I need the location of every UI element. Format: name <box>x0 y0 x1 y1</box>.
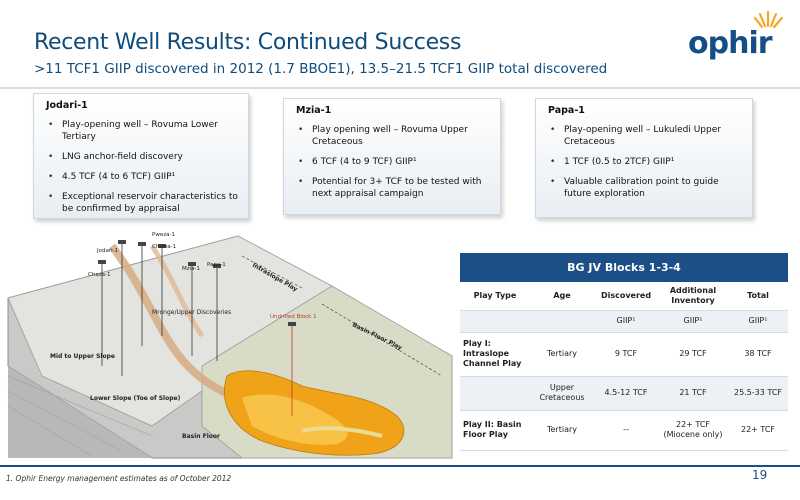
info-box-jodari: Jodari-1 Play-opening well – Rovuma Lowe… <box>33 93 249 219</box>
logo-text: ophir <box>688 26 773 61</box>
well-label: Chaza-1 <box>88 272 110 278</box>
well-label: Undrilled Block 1 <box>270 314 317 320</box>
box-title: Papa-1 <box>548 105 585 116</box>
box-title: Jodari-1 <box>46 100 88 111</box>
table-cell: 25.5-33 TCF <box>728 376 788 411</box>
rig-icon <box>98 260 106 264</box>
well-label: Chewa-1 <box>152 244 176 250</box>
area-label: Basin Floor <box>182 433 220 440</box>
table-cell: 9 TCF <box>594 332 658 377</box>
block-side-face <box>8 366 152 458</box>
bg-jv-blocks-table: BG JV Blocks 1-3-4 Play Type Age Discove… <box>460 253 788 451</box>
table-cell: 21 TCF <box>658 376 728 411</box>
table-row: Play I: Intraslope Channel Play Tertiary… <box>460 332 788 377</box>
table-cell: 22+ TCF <box>728 410 788 451</box>
box-bullet: 1 TCF (0.5 to 2TCF) GIIP¹ <box>548 156 742 168</box>
box-bullet: Play-opening well – Rovuma Lower Tertiar… <box>46 119 238 143</box>
table-cell: 38 TCF <box>728 332 788 377</box>
col-header-play-type: Play Type <box>460 282 530 311</box>
rig-icon <box>288 322 296 326</box>
area-label: Mid to Upper Slope <box>50 353 115 360</box>
unit-cell: GIIP¹ <box>658 310 728 333</box>
box-bullet: Exceptional reservoir characteristics to… <box>46 191 238 215</box>
box-bullet: 4.5 TCF (4 to 6 TCF) GIIP¹ <box>46 171 238 183</box>
col-header-age: Age <box>530 282 594 311</box>
slide-subtitle: >11 TCF1 GIIP discovered in 2012 (1.7 BB… <box>34 61 608 77</box>
unit-cell <box>530 310 594 333</box>
unit-cell: GIIP¹ <box>594 310 658 333</box>
well-label: Pweza-1 <box>152 232 175 238</box>
rig-icon <box>188 262 196 266</box>
well-label: Mzia-1 <box>182 266 200 272</box>
box-bullet: Valuable calibration point to guide futu… <box>548 176 742 200</box>
table-cell: Upper Cretaceous <box>530 376 594 411</box>
col-header-additional-inventory: Additional Inventory <box>658 282 728 311</box>
well-label: Papa-1 <box>207 262 226 268</box>
well-label: Jodari-1 <box>96 248 118 254</box>
footnote: 1. Ophir Energy management estimates as … <box>6 474 232 483</box>
col-header-total: Total <box>728 282 788 311</box>
box-bullet: Play-opening well – Lukuledi Upper Creta… <box>548 124 742 148</box>
table-cell: 29 TCF <box>658 332 728 377</box>
table-cell: Play I: Intraslope Channel Play <box>460 332 530 377</box>
page-number: 19 <box>752 468 768 482</box>
slide-title: Recent Well Results: Continued Success <box>34 30 462 55</box>
footer-bar <box>0 465 800 500</box>
table-row: Play II: Basin Floor Play Tertiary -- 22… <box>460 410 788 451</box>
area-label: Mronge/Upper Discoveries <box>152 309 231 316</box>
table-row: Upper Cretaceous 4.5-12 TCF 21 TCF 25.5-… <box>460 376 788 411</box>
rig-icon <box>138 242 146 246</box>
fan-channel <box>301 426 383 438</box>
header-divider <box>0 87 800 89</box>
table-cell <box>460 376 530 411</box>
table-cell: -- <box>594 410 658 451</box>
info-box-mzia: Mzia-1 Play opening well – Rovuma Upper … <box>283 98 501 215</box>
rig-icon <box>158 244 166 248</box>
table-title: BG JV Blocks 1-3-4 <box>460 253 788 282</box>
table-cell: Play II: Basin Floor Play <box>460 410 530 451</box>
rig-icon <box>213 264 221 268</box>
basin-floor-guide-line <box>321 303 443 377</box>
box-bullet: LNG anchor-field discovery <box>46 151 238 163</box>
geological-block-diagram: Pweza-1 Jodari-1 Chewa-1 Chaza-1 Mzia-1 … <box>2 226 454 462</box>
unit-cell: GIIP¹ <box>728 310 788 333</box>
info-box-papa: Papa-1 Play-opening well – Lukuledi Uppe… <box>535 98 753 218</box>
box-title: Mzia-1 <box>296 105 332 116</box>
intraslope-guide-line <box>241 255 303 289</box>
table-cell: 4.5-12 TCF <box>594 376 658 411</box>
fan-lobe <box>242 394 348 445</box>
area-label: Lower Slope (Toe of Slope) <box>90 395 181 402</box>
table-cell: 22+ TCF (Miocene only) <box>658 410 728 451</box>
sun-icon <box>753 10 784 29</box>
ophir-logo: ophir <box>688 4 788 64</box>
box-bullet: Potential for 3+ TCF to be tested with n… <box>296 176 490 200</box>
col-header-discovered: Discovered <box>594 282 658 311</box>
table-cell: Tertiary <box>530 410 594 451</box>
rig-icon <box>118 240 126 244</box>
table-cell: Tertiary <box>530 332 594 377</box>
slope-channel <box>149 244 205 338</box>
box-bullet: Play opening well – Rovuma Upper Cretace… <box>296 124 490 148</box>
unit-cell <box>460 310 530 333</box>
box-bullet: 6 TCF (4 to 9 TCF) GIIP¹ <box>296 156 490 168</box>
slope-channel <box>108 243 234 400</box>
